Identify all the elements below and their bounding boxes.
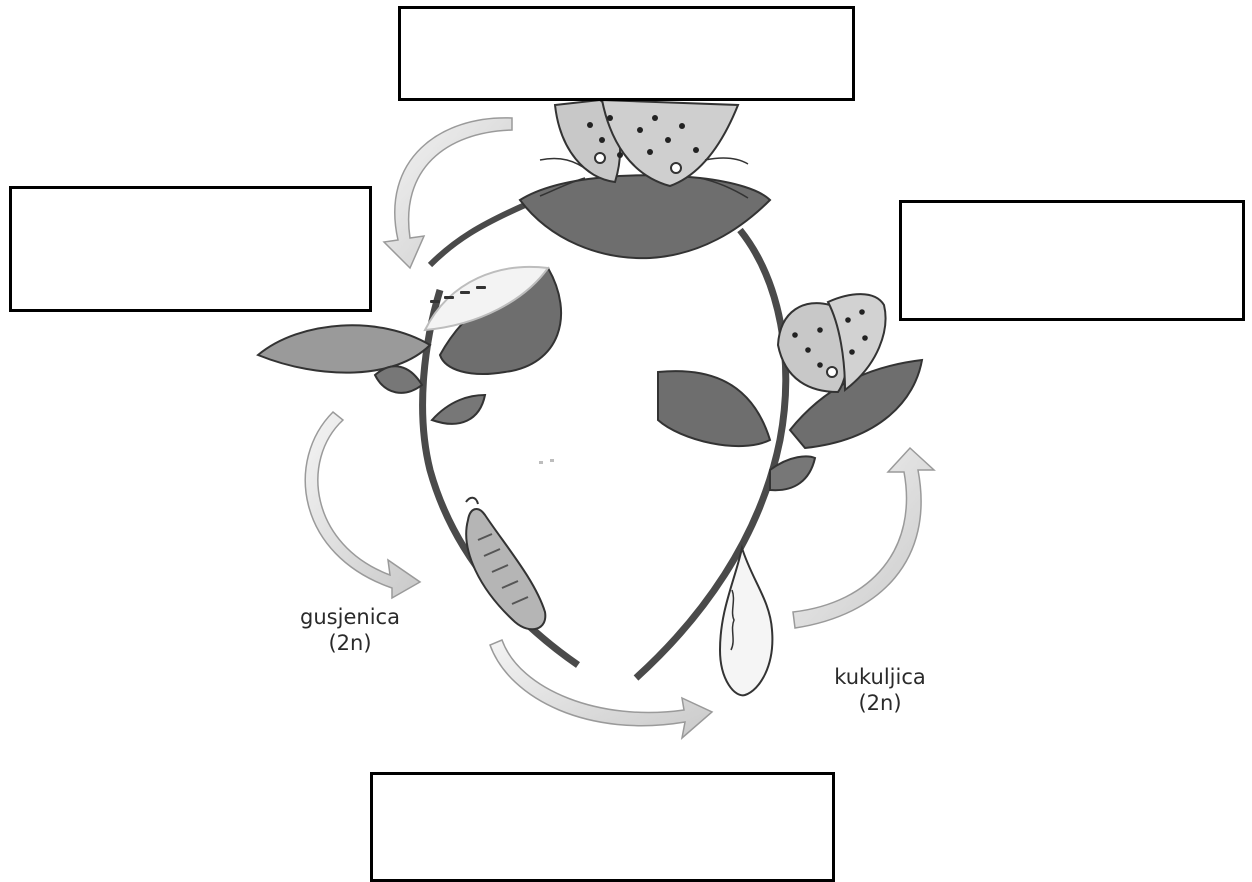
- answer-box-top[interactable]: [398, 6, 855, 101]
- pupa-label-ploidy: (2n): [810, 690, 950, 716]
- left-leaf-small-b: [432, 395, 485, 424]
- arrow-caterpillar-to-pupa: [490, 640, 712, 738]
- caterpillar-label-name: gusjenica: [290, 604, 410, 630]
- left-leaf-big: [258, 325, 430, 372]
- left-stem-top: [430, 205, 525, 265]
- right-leaf-left: [658, 371, 770, 446]
- answer-box-right[interactable]: [899, 200, 1245, 321]
- right-plant: [636, 230, 922, 678]
- caterpillar-label: gusjenica (2n): [290, 604, 410, 656]
- stray-mark: [539, 459, 554, 464]
- left-leaf-small-a: [375, 366, 422, 393]
- pupa-label-name: kukuljica: [810, 664, 950, 690]
- caterpillar-label-ploidy: (2n): [290, 630, 410, 656]
- pupa-label: kukuljica (2n): [810, 664, 950, 716]
- answer-box-bottom[interactable]: [370, 772, 835, 882]
- arrow-egg-to-caterpillar: [305, 412, 420, 598]
- answer-box-left[interactable]: [9, 186, 372, 312]
- caterpillar: [466, 498, 545, 630]
- arrow-pupa-to-adult: [793, 448, 934, 628]
